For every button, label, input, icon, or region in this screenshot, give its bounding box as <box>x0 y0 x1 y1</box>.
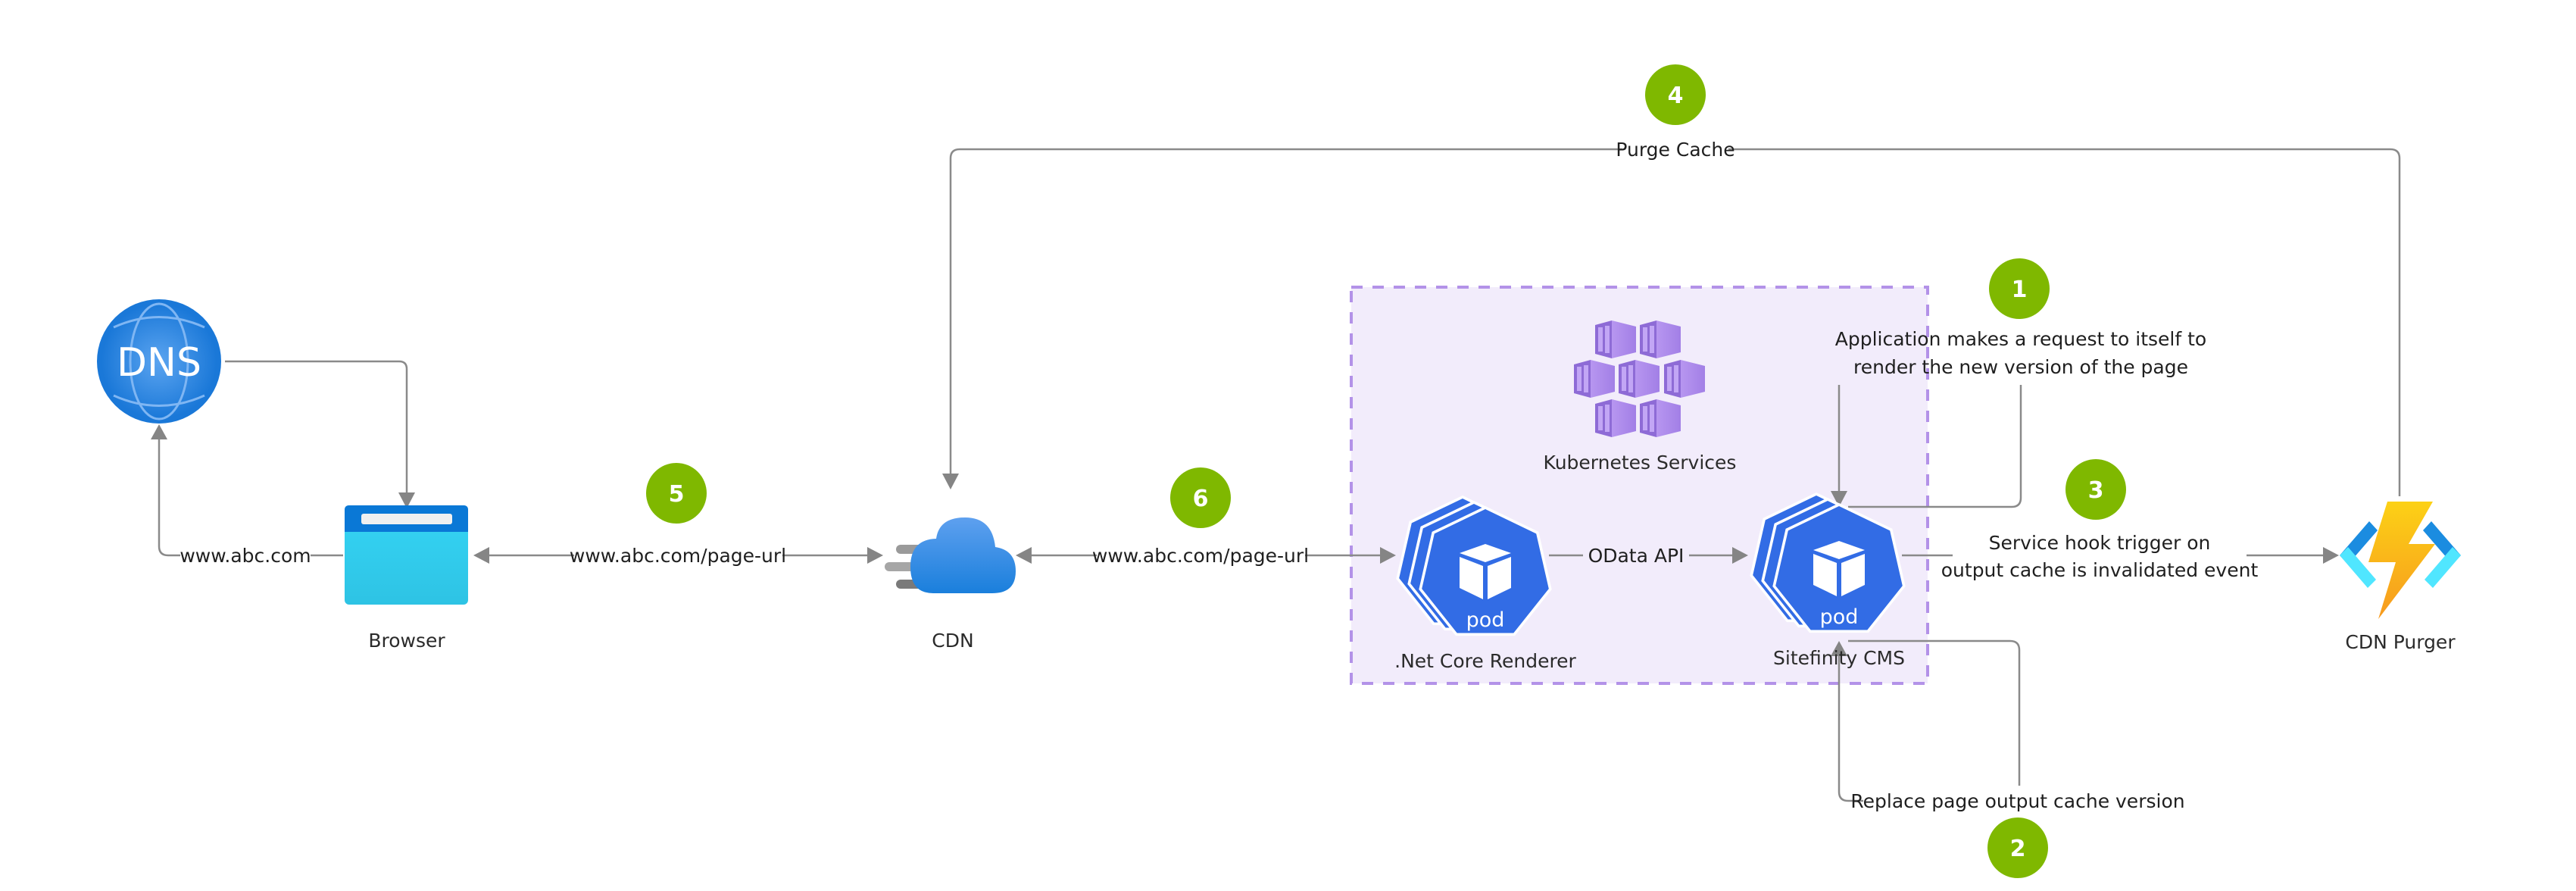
cms-label: Sitefinity CMS <box>1773 647 1905 669</box>
step-badge-circle <box>1645 64 1706 125</box>
step-badge-3: 3 <box>2065 459 2126 520</box>
edge-label-replace-cache: Replace page output cache version <box>1850 790 2184 812</box>
node-net-core-renderer[interactable]: pod .Net Core Renderer <box>1394 496 1577 672</box>
pod-layer <box>1422 509 1549 633</box>
container-cube <box>1595 320 1636 358</box>
step-badge-number: 6 <box>1193 486 1209 512</box>
node-cdn-purger[interactable]: CDN Purger <box>2340 502 2461 653</box>
renderer-label: .Net Core Renderer <box>1394 650 1576 672</box>
node-browser[interactable]: Browser <box>345 505 468 652</box>
step-badge-circle <box>1989 258 2050 319</box>
browser-label: Browser <box>368 630 445 652</box>
container-cube <box>1664 360 1705 398</box>
k8s-pod-icon <box>1750 492 1906 633</box>
step-badge-6: 6 <box>1170 467 1231 528</box>
edge-label-self-request-line1: Application makes a request to itself to <box>1835 328 2206 350</box>
k8s-pod-icon <box>1396 496 1552 636</box>
step-badge-circle <box>1170 467 1231 528</box>
step-badge-circle <box>1987 818 2048 878</box>
container-cube <box>1619 360 1660 398</box>
edge-label-service-hook-line2: output cache is invalidated event <box>1941 559 2259 581</box>
cdn-cloud-icon <box>885 517 1016 593</box>
pod-cube-icon <box>1460 544 1511 599</box>
node-dns[interactable]: DNS <box>97 299 221 424</box>
container-cube <box>1640 399 1681 437</box>
cdn-purger-label: CDN Purger <box>2345 631 2456 653</box>
edge-label-cdn-renderer-url: www.abc.com/page-url <box>1092 545 1309 567</box>
edge-purger-to-cdn[interactable]: Purge Cache <box>942 136 2401 496</box>
edge-label-www-abc-com: www.abc.com <box>180 545 311 567</box>
step-badge-2: 2 <box>1987 818 2048 878</box>
container-cube <box>1574 360 1615 398</box>
kubernetes-services-label: Kubernetes Services <box>1544 452 1737 474</box>
container-cube <box>1640 320 1681 358</box>
kubernetes-containers-icon <box>1574 320 1705 437</box>
step-badge-4: 4 <box>1645 64 1706 125</box>
container-cube <box>1595 399 1636 437</box>
step-badge-circle <box>646 463 707 524</box>
node-kubernetes-services: Kubernetes Services <box>1544 320 1737 474</box>
edge-label-service-hook-line1: Service hook trigger on <box>1989 532 2211 554</box>
step-badge-number: 2 <box>2010 836 2026 862</box>
edge-browser-to-dns[interactable]: www.abc.com <box>151 424 343 569</box>
node-cdn[interactable]: CDN <box>885 517 1016 652</box>
step-badge-number: 5 <box>669 481 685 508</box>
edge-cms-replace-cache[interactable]: Replace page output cache version <box>1831 639 2185 812</box>
step-badge-1: 1 <box>1989 258 2050 319</box>
edge-cms-self-request[interactable]: Application makes a request to itself to… <box>1831 328 2206 508</box>
browser-window-icon <box>345 505 468 605</box>
cdn-label: CDN <box>932 630 973 652</box>
step-badge-number: 3 <box>2088 477 2104 504</box>
edge-renderer-to-cms[interactable]: OData API <box>1549 542 1748 569</box>
edge-label-browser-cdn-url: www.abc.com/page-url <box>570 545 786 567</box>
dns-globe-icon: DNS <box>97 299 221 424</box>
edge-label-odata-api: OData API <box>1588 545 1685 567</box>
edge-label-purge-cache: Purge Cache <box>1616 139 1735 161</box>
edge-browser-cdn[interactable]: www.abc.com/page-url <box>473 542 883 569</box>
azure-function-icon <box>2340 502 2461 619</box>
dns-text: DNS <box>117 340 201 386</box>
cms-pod-text: pod <box>1820 605 1859 629</box>
edge-cdn-renderer[interactable]: www.abc.com/page-url <box>1016 542 1396 569</box>
pod-layer <box>1775 506 1903 630</box>
renderer-pod-text: pod <box>1466 608 1505 632</box>
step-badge-number: 1 <box>2012 277 2028 303</box>
step-badge-circle <box>2065 459 2126 520</box>
edge-cms-to-purger[interactable]: Service hook trigger on output cache is … <box>1902 532 2339 581</box>
edge-dns-to-browser[interactable] <box>225 360 415 508</box>
step-badge-5: 5 <box>646 463 707 524</box>
step-badge-number: 4 <box>1668 83 1684 109</box>
step-badges: 1 2 3 4 5 6 <box>646 64 2126 878</box>
node-sitefinity-cms[interactable]: pod Sitefinity CMS <box>1750 492 1906 669</box>
pod-cube-icon <box>1813 541 1865 596</box>
edge-label-self-request-line2: render the new version of the page <box>1853 356 2188 378</box>
